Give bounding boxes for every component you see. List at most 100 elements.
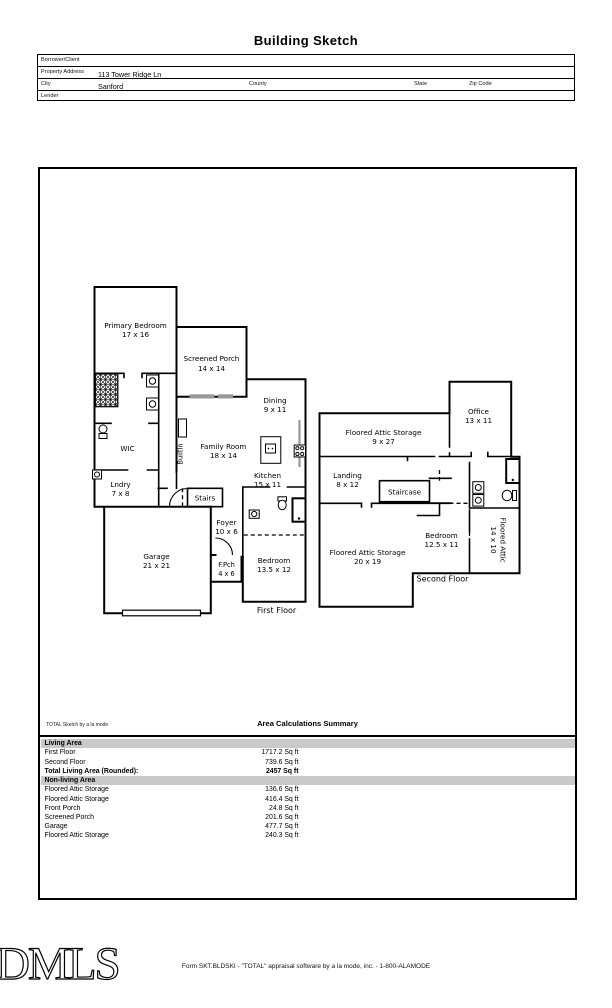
room-foyer-dims: 10 x 6 [215,527,238,536]
room-family-room: Family Room [201,442,247,451]
room-builtin: BuiltIn [177,443,185,464]
area-calculations-title: Area Calculations Summary [257,719,358,728]
row-value: 201.6 Sq ft [265,813,299,821]
room-floored-attic: Floored Attic [499,517,508,562]
lender-label: Lender [41,92,59,99]
row-label: Total Living Area (Rounded): [44,767,139,775]
shower-icon [94,372,119,408]
pedestal-sink-icon [98,424,108,439]
row-value: 24.8 Sq ft [269,804,299,812]
area-calculations-table: Living Area First Floor 1717.2 Sq ft Sec… [38,735,577,840]
table-row-total: Total Living Area (Rounded): 2457 Sq ft [41,767,575,776]
shower-icon [291,497,307,523]
room-primary-bedroom: Primary Bedroom [104,321,167,330]
row-label: Screened Porch [44,813,94,821]
toilet-icon [277,496,287,511]
second-floor-label: Second Floor [417,575,470,584]
vanity-sink-icon [248,509,260,519]
room-dining-dims: 9 x 11 [264,405,287,414]
row-label: Front Porch [44,804,81,812]
state-label: State [414,80,428,87]
sink-icon [472,494,485,507]
zip-label: Zip Code [469,80,492,87]
stove-icon [293,444,307,458]
room-lndry-dims: 7 x 8 [112,489,130,498]
row-label: First Floor [44,749,76,757]
property-info-table: Borrower/Client Property Address 113 Tow… [37,54,575,101]
room-foyer: Foyer [217,518,237,527]
toilet-icon [146,374,159,388]
first-floor-labels: Primary Bedroom 17 x 16 Screened Porch 1… [104,321,297,615]
row-value: 477.7 Sq ft [265,823,299,831]
city-state-row: City Sanford County State Zip Code [38,78,574,91]
room-attic-storage-big: Floored Attic Storage [330,548,406,557]
room-lndry: Lndry [110,480,131,489]
property-address-row: Property Address 113 Tower Ridge Ln [38,66,574,79]
room-office-dims: 13 x 11 [465,416,492,425]
kitchen-island-icon [260,436,282,464]
row-value: 739.6 Sq ft [265,758,299,766]
room-stairs: Stairs [195,494,216,503]
room-garage: Garage [143,552,170,561]
table-row: Floored Attic Storage 416.4 Sq ft [41,795,575,804]
sink-icon [472,481,485,494]
first-floor-walls [93,286,307,615]
county-label: County [249,80,267,87]
row-label: Floored Attic Storage [44,786,109,794]
room-family-room-dims: 18 x 14 [210,451,238,460]
form-footer-text: Form SKT.BLDSKI - "TOTAL" appraisal soft… [181,963,431,970]
dmls-logo: DMLS [0,938,121,990]
row-value: 416.4 Sq ft [265,795,299,803]
floor-plan-sketch: Primary Bedroom 17 x 16 Screened Porch 1… [92,286,521,617]
room-kitchen-dims: 15 x 11 [254,480,281,489]
row-label: Floored Attic Storage [44,795,109,803]
first-floor-label: First Floor [257,606,297,615]
borrower-row: Borrower/Client [38,55,574,66]
room-wic: WIC [120,444,134,453]
page-title: Building Sketch [253,33,359,48]
nonliving-area-header: Non-living Area [40,775,575,786]
lender-row: Lender [38,90,574,101]
table-row: Floored Attic Storage 136.6 Sq ft [41,785,575,794]
room-bedroom-second-dims: 12.5 x 11 [425,540,459,549]
table-row: Floored Attic Storage 240.3 Sq ft [41,831,575,840]
room-kitchen: Kitchen [254,471,281,480]
second-floor-labels: Floored Attic Storage 9 x 27 Office 13 x… [330,407,508,584]
room-front-porch-dims: 4 x 6 [218,570,234,578]
room-bedroom-first: Bedroom [258,556,291,565]
porch-screen-icon [218,394,233,399]
room-garage-dims: 21 x 21 [143,561,170,570]
room-bedroom-second: Bedroom [425,531,458,540]
room-front-porch: F.Pch [218,561,235,569]
row-label: Second Floor [44,758,86,766]
room-landing: Landing [333,471,362,480]
living-area-header: Living Area [40,739,575,749]
toilet-icon [501,489,517,502]
city-value: Sanford [98,82,124,91]
table-row: Garage 477.7 Sq ft [41,822,575,831]
table-row: Screened Porch 201.6 Sq ft [41,813,575,822]
room-office: Office [468,407,490,416]
room-attic-storage-top: Floored Attic Storage [346,428,422,437]
room-primary-bedroom-dims: 17 x 16 [122,330,150,339]
porch-screen-icon [189,394,215,399]
room-screened-porch: Screened Porch [184,354,240,363]
table-row: Front Porch 24.8 Sq ft [41,804,575,813]
row-value: 240.3 Sq ft [265,832,299,840]
second-floor-walls [318,380,521,608]
property-address-value: 113 Tower Ridge Ln [98,70,162,79]
room-attic-storage-big-dims: 20 x 19 [354,557,382,566]
room-staircase: Staircase [388,488,422,497]
borrower-label: Borrower/Client [41,56,80,63]
room-floored-attic-dims: 14 x 10 [489,526,498,554]
property-address-label: Property Address [41,68,84,75]
city-label: City [41,80,51,87]
table-row: First Floor 1717.2 Sq ft [41,748,575,757]
room-screened-porch-dims: 14 x 14 [198,364,226,373]
row-value: 1717.2 Sq ft [261,749,299,757]
builtin-shelf-icon [178,418,187,438]
room-dining: Dining [263,396,286,405]
row-label: Garage [44,823,68,831]
room-attic-storage-top-dims: 9 x 27 [372,437,395,446]
